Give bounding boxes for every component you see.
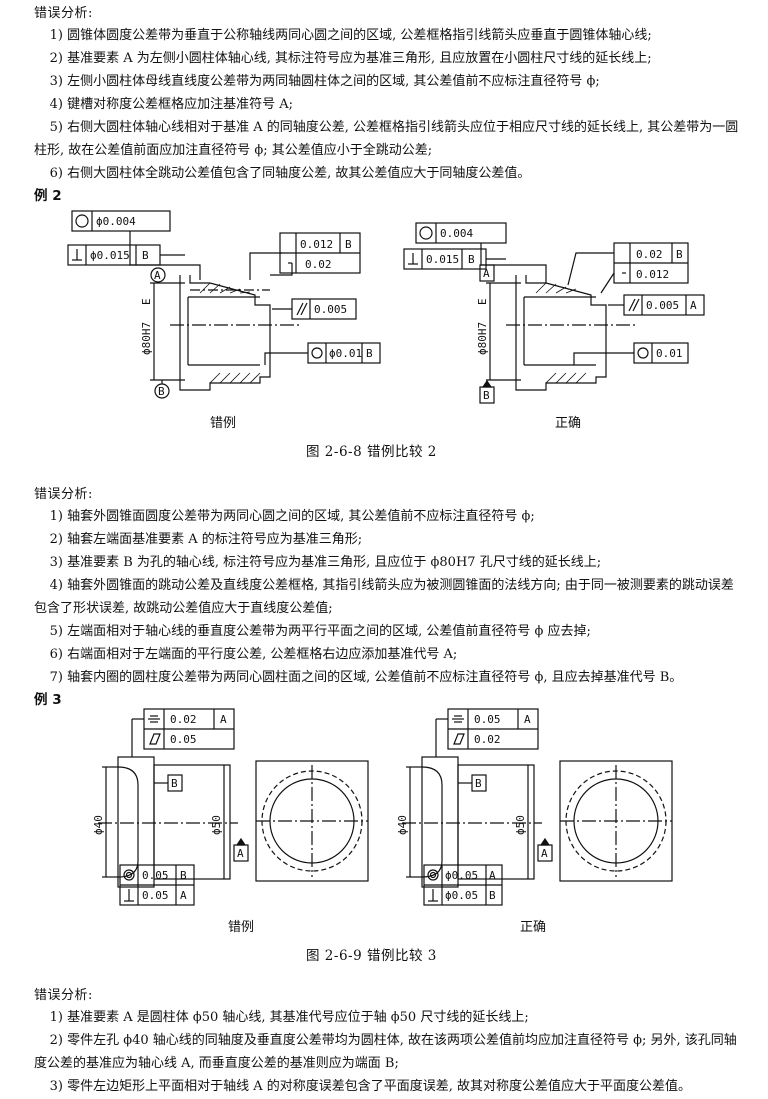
fig3-right-datum-b: B	[475, 777, 482, 790]
section1-heading: 错误分析:	[34, 6, 93, 21]
fig2-wrong-straight-value: 0.02	[305, 258, 332, 271]
section1-item-3: 3) 左侧小圆柱体母线直线度公差带为两同轴圆柱体之间的区域, 其公差值前不应标注…	[49, 74, 600, 89]
fig2-wrong-parallel-value: 0.005	[314, 303, 347, 316]
section2-item-3: 3) 基准要素 B 为孔的轴心线, 标注符号应为基准三角形, 且应位于 ϕ80H…	[49, 555, 602, 570]
fig2-wrong-perp-datum: B	[142, 249, 149, 262]
fig2-wrong-datum-a: A	[154, 269, 161, 282]
fig3-wrong-perp-datum: A	[180, 889, 187, 902]
fig2-right-straight-value: 0.012	[636, 268, 669, 281]
example3-right-label: 正确	[520, 920, 547, 935]
example2-label: 例 2	[34, 188, 62, 204]
fig2-right-parallel-datum: A	[690, 299, 697, 312]
fig3-right-coax-value: ϕ0.05	[445, 869, 478, 882]
fig3-right-datum-a: A	[541, 847, 548, 860]
figure-2-6-9-wrong: 0.02 A 0.05 B A 0.05 B 0.05 A ϕ40 ϕ50	[92, 708, 369, 906]
section1-item-5: 5) 右侧大圆柱体轴心线相对于基准 A 的同轴度公差, 公差框格指引线箭头应位于…	[34, 120, 739, 158]
fig2-right-parallel-value: 0.005	[646, 299, 679, 312]
section3-item-1: 1) 基准要素 A 是圆柱体 ϕ50 轴心线, 其基准代号应位于轴 ϕ50 尺寸…	[49, 1010, 529, 1025]
fig3-wrong-dim40: ϕ40	[92, 815, 105, 835]
fig2-wrong-datum-b: B	[158, 385, 165, 398]
fig3-right-sym-value: 0.05	[474, 713, 501, 726]
fig3-wrong-sym-datum: A	[220, 713, 227, 726]
fig2-right-datum-b: B	[483, 389, 490, 402]
fig3-right-coax-datum: A	[489, 869, 496, 882]
example2-right-label: 正确	[555, 416, 582, 431]
fig2-right-runout-value: 0.02	[636, 248, 663, 261]
section2-item-5: 5) 左端面相对于轴心线的垂直度公差带为两平行平面之间的区域, 公差值前直径符号…	[49, 624, 591, 639]
fig3-wrong-perp-value: 0.05	[142, 889, 169, 902]
fig2-wrong-cyl-value: ϕ0.01	[329, 347, 362, 360]
section2-item-7: 7) 轴套内圈的圆柱度公差带为两同心圆柱面之间的区域, 公差值前不应标注直径符号…	[49, 670, 683, 685]
section2-item-6: 6) 右端面相对于左端面的平行度公差, 公差框格右边应添加基准代号 A;	[49, 647, 458, 662]
section1-item-6: 6) 右侧大圆柱体全跳动公差值包含了同轴度公差, 故其公差值应大于同轴度公差值。	[49, 166, 531, 181]
fig2-right-cyl-value: 0.01	[656, 347, 683, 360]
fig2-wrong-roundness-value: ϕ0.004	[96, 215, 136, 228]
fig2-right-datum-a: A	[483, 267, 490, 280]
fig3-right-sym-datum: A	[524, 713, 531, 726]
section1-item-4: 4) 键槽对称度公差框格应加注基准符号 A;	[49, 97, 293, 112]
figure-2-6-9-caption: 图 2-6-9 错例比较 3	[306, 948, 437, 964]
fig2-wrong-dim: ϕ80H7	[140, 322, 153, 355]
section2-item-4: 4) 轴套外圆锥面的跳动公差及直线度公差框格, 其指引线箭头应为被测圆锥面的法线…	[34, 578, 734, 616]
fig3-wrong-flat-value: 0.05	[170, 733, 197, 746]
figure-2-6-8-right: 0.004 0.015 B 0.02 B 0.012 0.005 A 0.01 …	[403, 222, 705, 404]
fig2-right-roundness-value: 0.004	[440, 227, 473, 240]
fig3-wrong-coax-datum: B	[180, 869, 187, 882]
figure-2-6-9-right: 0.05 A 0.02 B A ϕ0.05 A ϕ0.05 B ϕ40 ϕ50	[396, 708, 673, 906]
example3-label: 例 3	[34, 692, 62, 708]
fig3-wrong-datum-b: B	[171, 777, 178, 790]
section1-item-2: 2) 基准要素 A 为左侧小圆柱体轴心线, 其标注符号应为基准三角形, 且应放置…	[49, 51, 652, 66]
fig2-wrong-perp-value: ϕ0.015	[90, 249, 130, 262]
section3-item-2: 2) 零件左孔 ϕ40 轴心线的同轴度及垂直度公差带均为圆柱体, 故在该两项公差…	[34, 1033, 737, 1071]
fig2-right-runout-datum: B	[676, 248, 683, 261]
fig2-wrong-cyl-datum: B	[366, 347, 373, 360]
fig3-right-dim40: ϕ40	[396, 815, 409, 835]
section2-item-1: 1) 轴套外圆锥面圆度公差带为两同心圆之间的区域, 其公差值前不应标注直径符号 …	[49, 509, 535, 524]
section1-item-1: 1) 圆锥体圆度公差带为垂直于公称轴线两同心圆之间的区域, 公差框格指引线箭头应…	[49, 28, 652, 43]
example3-wrong-label: 错例	[228, 920, 255, 935]
fig2-wrong-env: E	[140, 298, 153, 305]
fig2-right-perp-value: 0.015	[426, 253, 459, 266]
fig3-wrong-sym-value: 0.02	[170, 713, 197, 726]
fig2-right-perp-datum: B	[468, 253, 475, 266]
fig3-wrong-datum-a: A	[237, 847, 244, 860]
section2-item-2: 2) 轴套左端面基准要素 A 的标注符号应为基准三角形;	[49, 532, 363, 547]
fig2-wrong-runout-value: 0.012	[300, 238, 333, 251]
fig3-right-dim50: ϕ50	[514, 815, 527, 835]
section2-heading: 错误分析:	[34, 487, 93, 502]
fig2-right-dim: ϕ80H7	[476, 322, 489, 355]
fig3-wrong-dim50: ϕ50	[210, 815, 223, 835]
section3-item-3: 3) 零件左边矩形上平面相对于轴线 A 的对称度误差包含了平面度误差, 故其对称…	[49, 1079, 691, 1094]
example2-wrong-label: 错例	[210, 416, 237, 431]
fig3-right-flat-value: 0.02	[474, 733, 501, 746]
figure-2-6-8-caption: 图 2-6-8 错例比较 2	[306, 444, 437, 460]
fig3-right-perp-datum: B	[489, 889, 496, 902]
fig3-wrong-coax-value: 0.05	[142, 869, 169, 882]
section3-heading: 错误分析:	[34, 988, 93, 1003]
fig3-right-perp-value: ϕ0.05	[445, 889, 478, 902]
fig2-wrong-runout-datum: B	[345, 238, 352, 251]
figure-2-6-8-wrong: ϕ0.004 ϕ0.015 B 0.012 B 0.02 0.005 ϕ0.01…	[67, 210, 381, 399]
fig2-right-env: E	[476, 298, 489, 305]
